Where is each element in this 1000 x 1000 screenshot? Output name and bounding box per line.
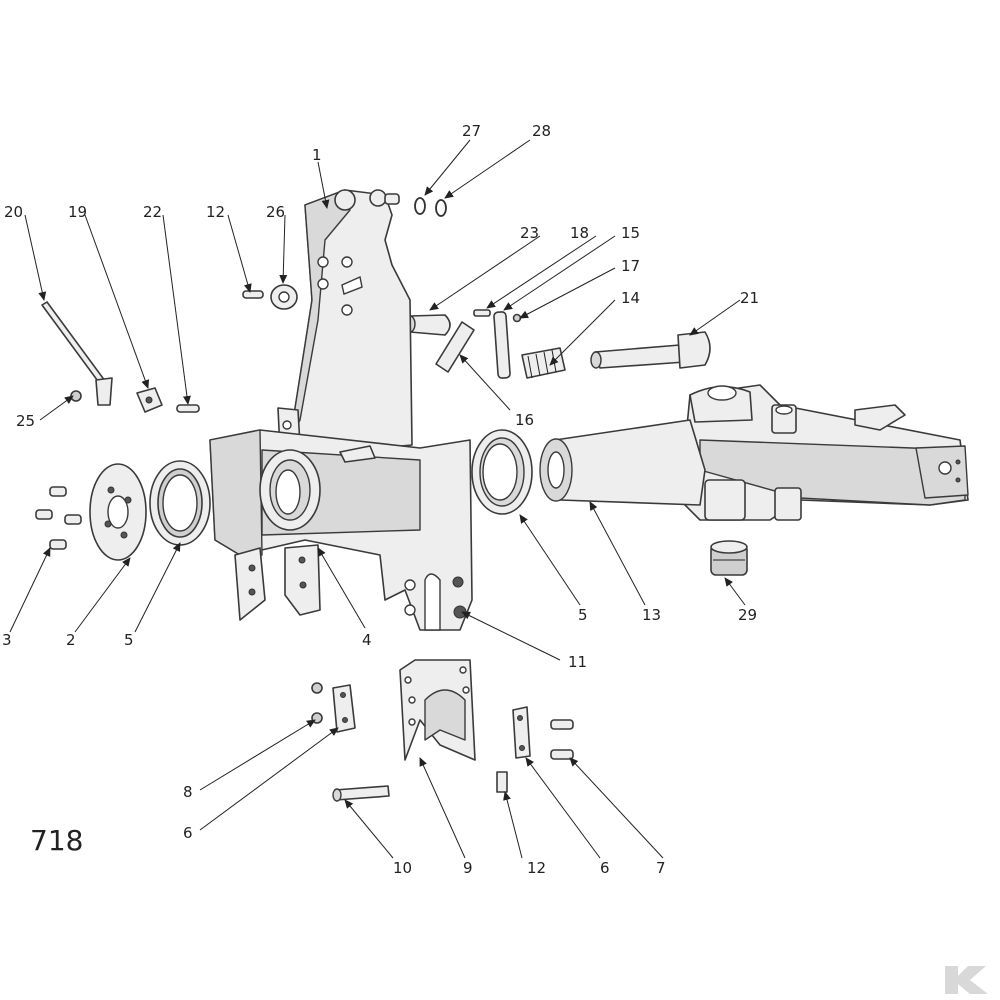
part-1-main-bracket [277, 189, 413, 456]
part-15-pin [493, 311, 511, 379]
callout-6-right: 6 [600, 859, 610, 877]
callout-16: 16 [515, 411, 534, 429]
part-2-flange-plate [89, 463, 147, 561]
part-22-bolt [176, 404, 200, 413]
callout-5-left: 5 [124, 631, 134, 649]
callout-7: 7 [656, 859, 666, 877]
part-6-plate-left [332, 684, 356, 733]
callout-1: 1 [312, 146, 322, 164]
part-23-pin [404, 314, 451, 336]
callout-21: 21 [740, 289, 759, 307]
part-27-circlip [414, 197, 426, 215]
callout-5-right: 5 [578, 606, 588, 624]
part-16-shaft [435, 321, 475, 373]
callout-17: 17 [621, 257, 640, 275]
callout-29: 29 [738, 606, 757, 624]
part-5-bearing-ring-right [471, 429, 533, 515]
callout-28: 28 [532, 122, 551, 140]
part-10-long-bolt [332, 785, 390, 802]
brand-logo [945, 966, 988, 994]
callout-3: 3 [2, 631, 12, 649]
part-29-rubber-bush [710, 540, 748, 576]
part-9-lower-bracket [399, 659, 476, 761]
part-8-nuts [311, 682, 323, 724]
leader-lines [9, 139, 746, 859]
part-26-washer [270, 284, 298, 310]
part-14-spring [521, 347, 566, 379]
callout-12-top: 12 [206, 203, 225, 221]
callout-23: 23 [520, 224, 539, 242]
part-3-bolts [35, 486, 82, 550]
callout-12-bottom: 12 [527, 859, 546, 877]
figure-number: 718 [30, 824, 83, 857]
part-19-clamp [136, 387, 163, 413]
callout-labels: 1 27 28 20 19 22 12 26 23 18 15 17 14 21… [2, 122, 759, 877]
part-18-pin [473, 309, 491, 317]
part-12-pin-top [242, 290, 264, 299]
part-5-bearing-ring-left [149, 460, 211, 546]
callout-13: 13 [642, 606, 661, 624]
part-17-nipple [512, 313, 522, 323]
part-7-bolts [550, 719, 574, 760]
callout-8: 8 [183, 783, 193, 801]
callout-22: 22 [143, 203, 162, 221]
callout-10: 10 [393, 859, 412, 877]
part-6-plate-right [512, 706, 531, 759]
part-28-circlip [435, 199, 447, 217]
callout-25: 25 [16, 412, 35, 430]
callout-4: 4 [362, 631, 372, 649]
callout-11: 11 [568, 653, 587, 671]
callout-20: 20 [4, 203, 23, 221]
callout-26: 26 [266, 203, 285, 221]
part-20-rod [41, 301, 113, 406]
part-21-pivot-bolt [590, 331, 711, 369]
callout-19: 19 [68, 203, 87, 221]
callout-15: 15 [621, 224, 640, 242]
callout-14: 14 [621, 289, 640, 307]
part-12-pin-bottom [496, 771, 508, 793]
part-13-axle-housing [539, 384, 969, 521]
callout-9: 9 [463, 859, 473, 877]
part-4-frame-body [209, 429, 473, 631]
callout-2: 2 [66, 631, 76, 649]
callout-27: 27 [462, 122, 481, 140]
callout-6-left: 6 [183, 824, 193, 842]
callout-18: 18 [570, 224, 589, 242]
